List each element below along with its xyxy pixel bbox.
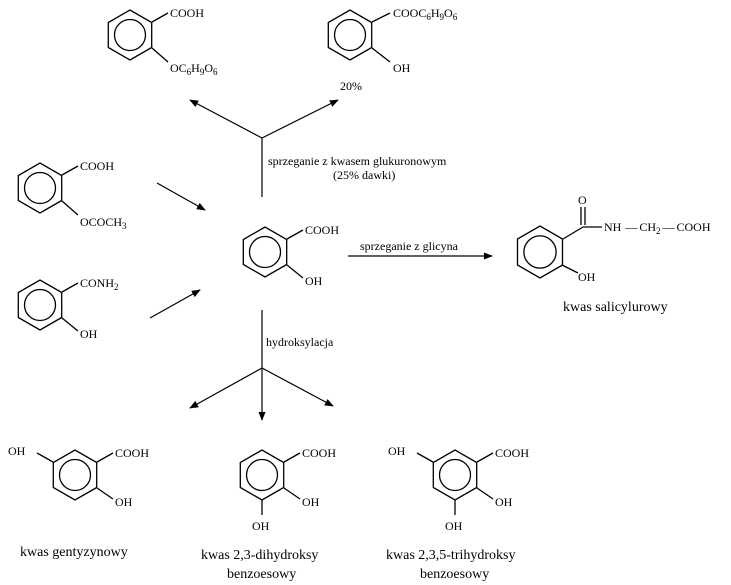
hexagon: [516, 225, 564, 279]
oh-top-label: OH: [8, 444, 26, 458]
aromatic-circle: [333, 18, 367, 52]
salicyluric-acid-name: kwas salicylurowy: [563, 300, 668, 315]
hexagon: [327, 9, 373, 61]
cooh-label: COOH: [305, 223, 339, 237]
salicylamide-arrow: [149, 289, 201, 319]
oh-label: OH: [578, 270, 596, 284]
glucuronide-reaction-label-1: sprzeganie z kwasem glukuronowym: [268, 154, 447, 168]
percent-label: 20%: [340, 79, 362, 93]
oh-bottom-label: OH: [252, 519, 270, 533]
molecule-salicylamide: CONH2 OH: [17, 276, 119, 341]
molecule-glucuronide-ether: COOH OC6H9O6: [107, 6, 218, 77]
cooc6h9o6-label: COOC6H9O6: [393, 6, 458, 22]
gentisic-acid-name: kwas gentyzynowy: [20, 545, 128, 560]
oh-right-label: OH: [495, 495, 513, 509]
trihydroxy-name-line1: kwas 2,3,5-trihydroksy: [386, 548, 516, 563]
oh-label: OH: [80, 327, 98, 341]
aromatic-circle: [58, 458, 92, 492]
aromatic-circle: [245, 458, 279, 492]
carbonyl-o-label: O: [578, 193, 587, 207]
benzene-ring: [516, 225, 564, 279]
benzene-ring: [52, 449, 98, 501]
oc6h9o6-label: OC6H9O6: [170, 61, 218, 77]
hexagon: [107, 9, 153, 61]
oh-top-label: OH: [388, 444, 406, 458]
benzene-ring: [17, 162, 63, 214]
glucuronide-arrows: [189, 99, 339, 197]
molecule-glucuronide-ester: COOC6H9O6 OH 20%: [327, 6, 458, 93]
cooh-label: COOH: [302, 446, 336, 460]
glycine-reaction-label: sprzeganie z glicyna: [360, 239, 459, 253]
aromatic-circle: [23, 171, 57, 205]
hexagon: [17, 279, 63, 331]
aromatic-circle: [523, 235, 557, 269]
benzene-ring: [17, 279, 63, 331]
cooh-label: COOH: [170, 6, 204, 20]
cooh-label: COOH: [80, 159, 114, 173]
conh2-label: CONH2: [80, 276, 119, 292]
dihydroxy-name-line1: kwas 2,3-dihydroksy: [201, 548, 318, 563]
molecule-gentisic-acid: COOH OH OH kwas gentyzynowy: [8, 444, 149, 560]
benzene-ring: [432, 449, 478, 501]
molecule-salicylic-acid: COOH OH: [242, 223, 339, 288]
hexagon: [52, 449, 98, 501]
molecule-dihydroxy-23: COOH OH OH kwas 2,3-dihydroksy benzoesow…: [201, 446, 336, 582]
benzene-ring: [107, 9, 153, 61]
aromatic-circle: [248, 235, 282, 269]
hydroxylation-arrows: [189, 310, 334, 421]
ococh3-label: OCOCH3: [80, 215, 127, 231]
trihydroxy-name-line2: benzoesowy: [420, 567, 489, 582]
aromatic-circle: [23, 288, 57, 322]
cooh-label: COOH: [115, 446, 149, 460]
hexagon: [242, 226, 288, 278]
molecule-aspirin: COOH OCOCH3: [17, 159, 127, 231]
benzene-ring: [327, 9, 373, 61]
oh-bottom-label: OH: [445, 519, 463, 533]
glycine-chain-label: NH—CH2—COOH: [604, 220, 711, 236]
oh-label: OH: [305, 274, 323, 288]
oh-right-label: OH: [115, 495, 133, 509]
aromatic-circle: [438, 458, 472, 492]
molecule-trihydroxy-235: COOH OH OH OH kwas 2,3,5-trihydroksy ben…: [386, 444, 529, 582]
oh-label: OH: [393, 61, 411, 75]
aspirin-arrow: [156, 182, 206, 211]
molecule-salicyluric-acid: O NH—CH2—COOH OH kwas salicylurowy: [516, 193, 711, 315]
hydroxylation-label: hydroksylacja: [266, 335, 334, 349]
oh-right-label: OH: [302, 495, 320, 509]
hexagon: [17, 162, 63, 214]
dihydroxy-name-line2: benzoesowy: [227, 567, 296, 582]
aromatic-circle: [113, 18, 147, 52]
benzene-ring: [242, 226, 288, 278]
benzene-ring: [239, 449, 285, 501]
glucuronide-reaction-label-2: (25% dawki): [333, 168, 395, 182]
cooh-label: COOH: [495, 446, 529, 460]
